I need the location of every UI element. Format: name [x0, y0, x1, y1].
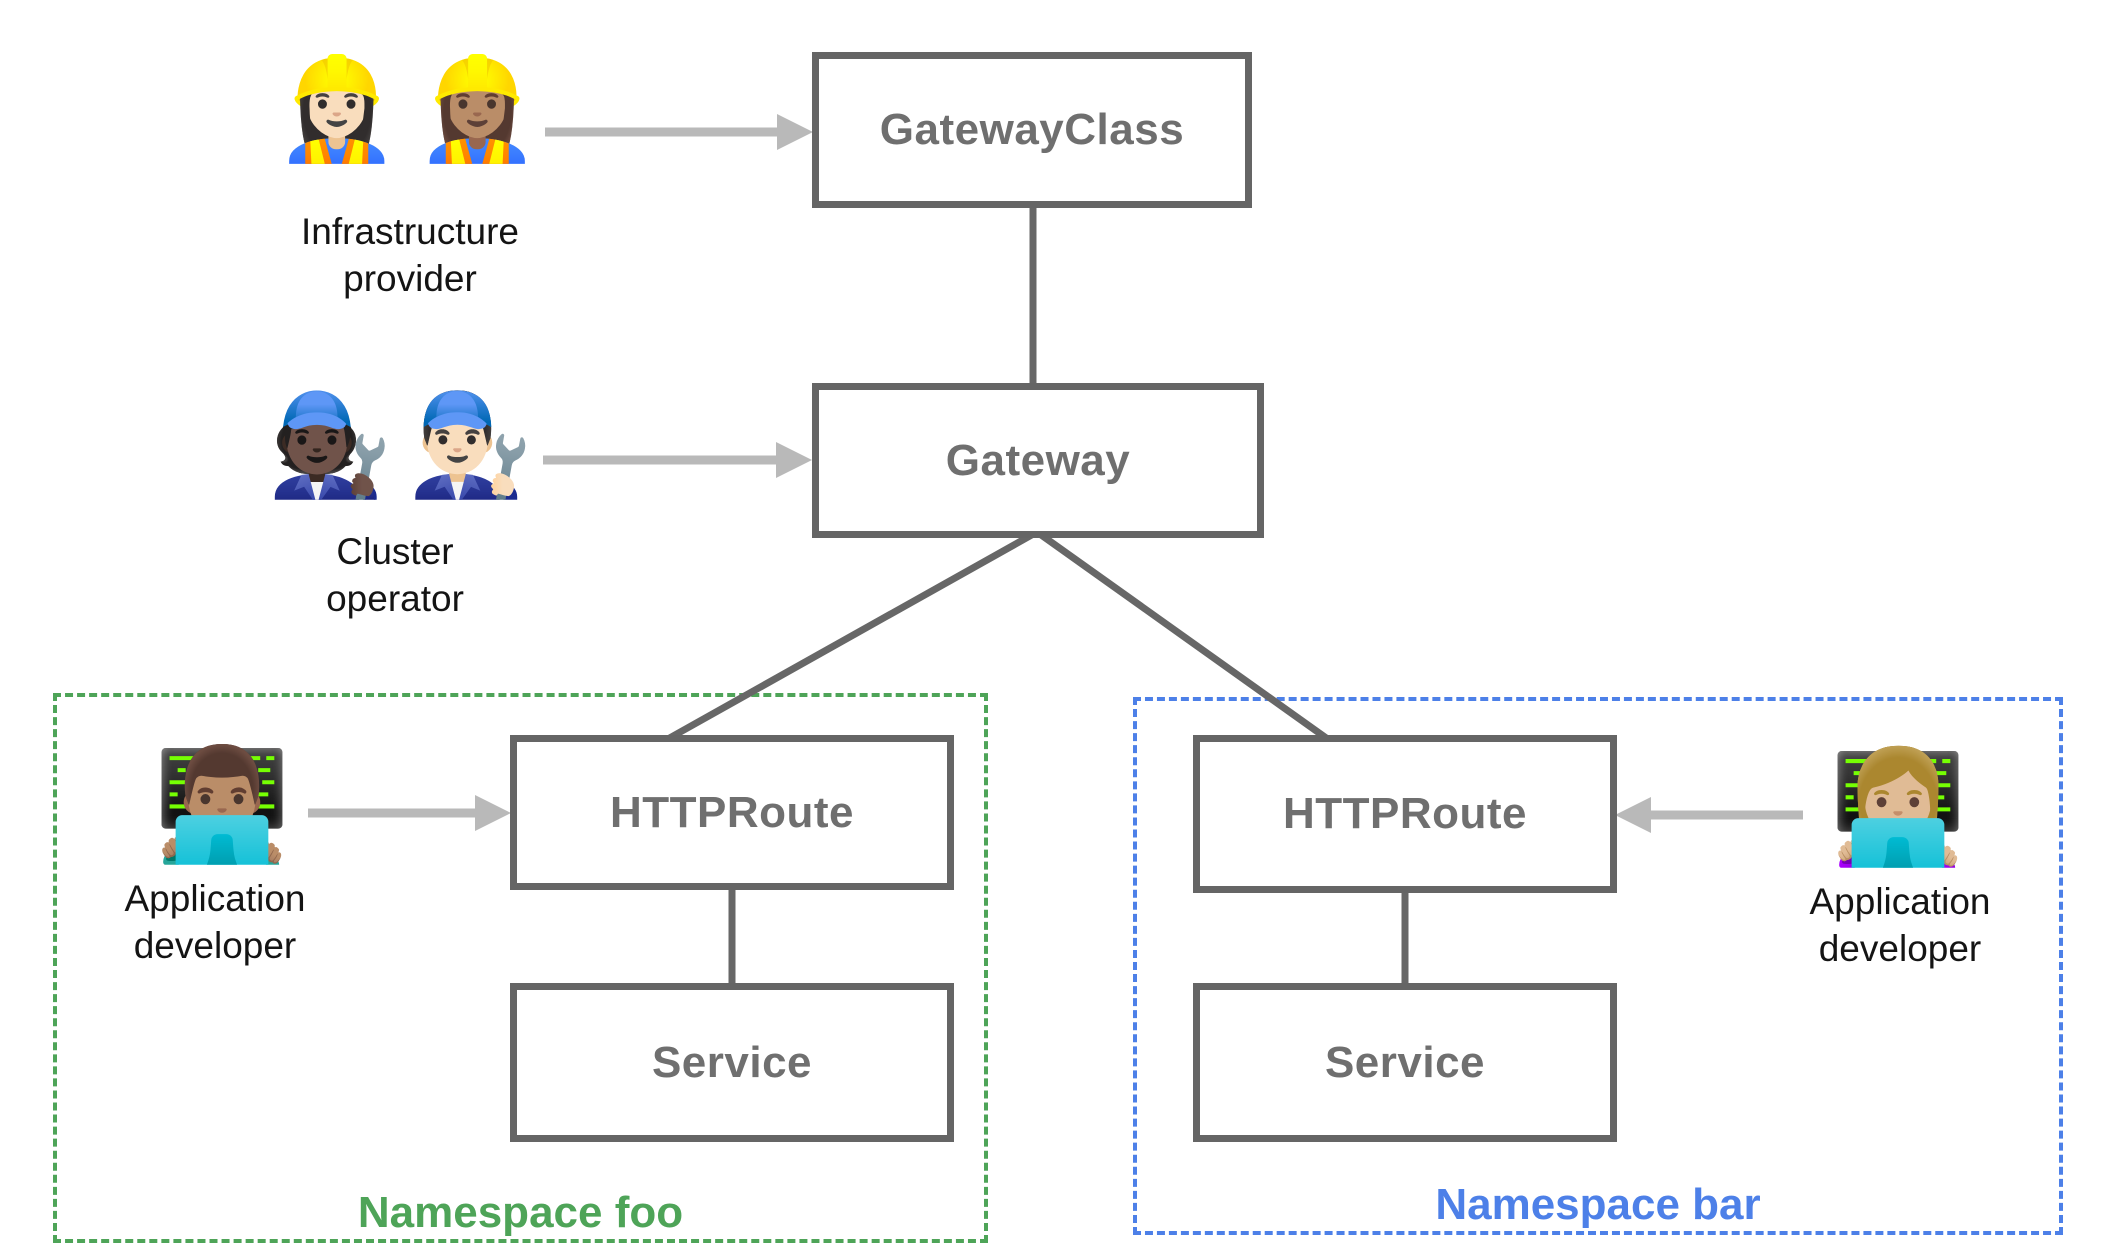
namespace-foo-caption: Namespace foo: [357, 1188, 684, 1237]
httproute-bar-label: HTTPRoute: [1282, 789, 1528, 838]
service-foo-box: Service: [510, 983, 954, 1142]
gateway-box: Gateway: [812, 383, 1264, 538]
man-mechanic-light-icon: 👨🏻‍🔧: [408, 389, 533, 501]
namespace-foo-boundary: [53, 693, 988, 1243]
gatewayclass-box: GatewayClass: [812, 52, 1252, 208]
app-developer-bar-label-line1: Application: [1809, 881, 1991, 922]
infrastructure-provider-icons: 👷🏻‍♀️👷🏽‍♀️: [207, 52, 607, 167]
arrowhead-app-developer-foo: [475, 795, 511, 831]
app-developer-bar-label-line2: developer: [1818, 928, 1982, 969]
mechanic-dark-icon: 🧑🏿‍🔧: [267, 389, 392, 501]
service-bar-label: Service: [1324, 1037, 1486, 1087]
app-developer-foo-label: Application developer: [15, 875, 415, 969]
gateway-label: Gateway: [945, 435, 1131, 485]
app-developer-foo-label-line1: Application: [124, 878, 306, 919]
infrastructure-provider-label-line1: Infrastructure: [301, 211, 519, 252]
gatewayclass-label: GatewayClass: [879, 105, 1185, 154]
cluster-operator-icons: 🧑🏿‍🔧👨🏻‍🔧: [200, 388, 600, 503]
service-bar-box: Service: [1193, 983, 1617, 1142]
cluster-operator-label-line1: Cluster: [336, 531, 454, 572]
woman-technologist-icon: 👩🏼‍💻: [1829, 746, 1967, 869]
woman-construction-worker-light-icon: 👷🏻‍♀️: [274, 53, 399, 165]
woman-construction-worker-medium-icon: 👷🏽‍♀️: [415, 53, 540, 165]
infrastructure-provider-label-line2: provider: [343, 258, 477, 299]
app-developer-bar-label: Application developer: [1700, 878, 2100, 972]
app-developer-foo-icon: 👨🏽‍💻: [72, 742, 372, 869]
httproute-foo-label: HTTPRoute: [609, 787, 855, 837]
app-developer-bar-icon: 👩🏼‍💻: [1748, 745, 2048, 872]
httproute-bar-box: HTTPRoute: [1193, 735, 1617, 893]
man-technologist-icon: 👨🏽‍💻: [153, 743, 291, 866]
service-foo-label: Service: [651, 1037, 813, 1087]
app-developer-foo-label-line2: developer: [133, 925, 297, 966]
arrowhead-app-developer-bar: [1615, 797, 1651, 833]
cluster-operator-label: Cluster operator: [195, 528, 595, 622]
httproute-foo-box: HTTPRoute: [510, 735, 954, 890]
connector-gateway-httproute-foo: [664, 528, 1039, 744]
connector-gateway-httproute-bar: [1034, 529, 1332, 743]
infrastructure-provider-label: Infrastructure provider: [210, 208, 610, 302]
namespace-bar-caption: Namespace bar: [1435, 1180, 1761, 1229]
namespace-bar-boundary: [1133, 697, 2063, 1235]
cluster-operator-label-line2: operator: [326, 578, 464, 619]
arrowhead-infrastructure-provider: [777, 114, 813, 150]
arrowhead-cluster-operator: [776, 442, 812, 478]
